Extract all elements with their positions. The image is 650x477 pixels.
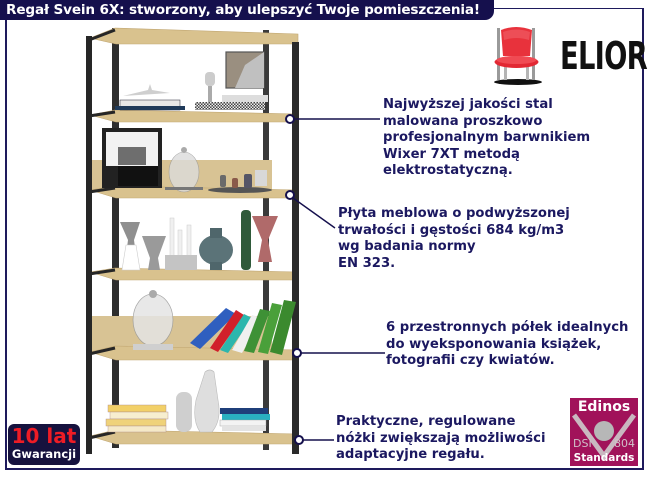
brand-logo: ELIOR	[488, 22, 648, 87]
annotation-adjustable-feet: Praktyczne, regulowane nóżki zwiększają …	[336, 414, 545, 464]
bookshelf-illustration	[86, 27, 299, 454]
annotation-line: wg badania normy	[338, 239, 476, 255]
chair-icon	[494, 27, 542, 85]
annotation-line: EN 323.	[338, 255, 396, 271]
annotation-steel-quality: Najwyższej jakości stal malowana proszko…	[383, 97, 590, 180]
warranty-badge: 10 lat Gwarancji	[8, 424, 80, 465]
annotation-board-density: Płyta meblowa o podwyższonej trwałości i…	[338, 206, 570, 272]
annotation-line: trwałości i gęstości 684 kg/m3	[338, 222, 565, 238]
certification-badge: Edinos DSI 804 Standards	[570, 398, 638, 466]
annotation-line: fotografii czy kwiatów.	[386, 353, 555, 369]
certification-standards: Standards	[573, 452, 635, 464]
annotation-line: elektrostatyczną.	[383, 163, 513, 179]
annotation-line: malowana proszkowo	[383, 113, 543, 129]
annotation-line: Płyta meblowa o podwyższonej	[338, 206, 570, 221]
certification-name: Edinos	[577, 399, 631, 415]
warranty-years: 10 lat	[11, 424, 77, 448]
annotation-line: Najwyższej jakości stal	[383, 97, 553, 112]
annotation-line: profesjonalnym barwnikiem	[383, 130, 591, 146]
certification-emblem-icon	[571, 413, 637, 461]
annotation-line: 6 przestronnych półek idealnych	[386, 320, 629, 335]
page-title: Regał Svein 6X: stworzony, aby ulepszyć …	[0, 0, 494, 20]
annotation-line: Wixer 7XT metodą	[383, 146, 520, 162]
annotation-line: nóżki zwiększają możliwości	[336, 430, 546, 446]
annotation-shelves: 6 przestronnych półek idealnych do wyeks…	[386, 320, 628, 370]
annotation-line: do wyeksponowania książek,	[386, 336, 602, 352]
warranty-label: Gwarancji	[11, 447, 77, 461]
annotation-line: adaptacyjne regału.	[336, 447, 485, 463]
brand-name: ELIOR	[560, 34, 648, 78]
certification-code-left: DSI	[573, 437, 592, 450]
annotation-line: Praktyczne, regulowane	[336, 414, 516, 429]
certification-code-right: 804	[614, 437, 635, 450]
